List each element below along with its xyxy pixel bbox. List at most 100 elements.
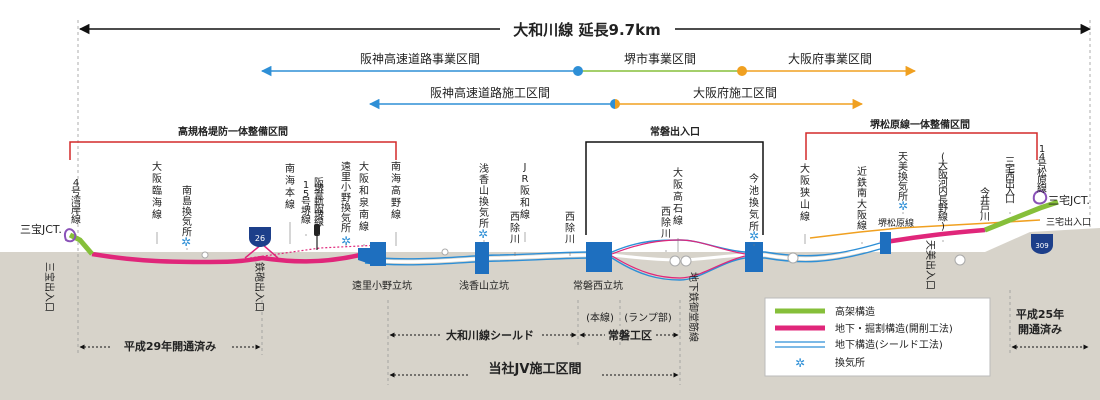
h29-label: 平成29年開通済み	[124, 339, 216, 353]
bracket-levee	[69, 141, 397, 160]
route-label-10: 浅香山換気所	[479, 162, 489, 230]
imaike-shaft	[745, 242, 763, 272]
bracket-sakai-matsubara-label: 堺松原線一体整備区間	[870, 118, 970, 131]
underground-rail-label: 地下鉄御堂筋線	[687, 272, 700, 342]
miyake-jct-loop	[1032, 190, 1048, 205]
route-label-21: 今井戸川	[980, 186, 990, 223]
h25-label-a: 平成25年	[1016, 307, 1064, 321]
vent-icon-amami: ✲	[898, 199, 908, 213]
bracket-levee-label: 高規格堤防一体整備区間	[178, 125, 288, 138]
route-label-14: 大阪高石線	[673, 166, 683, 227]
route-26-shield	[249, 227, 271, 247]
vent-icon-imaike: ✲	[749, 229, 759, 243]
legend-vent-icon: ✲	[795, 356, 805, 370]
legend-label-shield: 地下構造(シールド工法)	[835, 338, 943, 351]
tram-icon	[314, 224, 320, 236]
route-label-13: 西除川	[565, 212, 575, 246]
cut-and-cover-left	[91, 251, 361, 265]
subway-pipe-1	[669, 255, 681, 267]
route-26-number: 26	[255, 234, 265, 243]
legend-label-elevated: 高架構造	[835, 305, 875, 318]
route-309-number: 309	[1035, 242, 1048, 250]
bracket-tokiwa	[585, 141, 764, 235]
route-label-5: 阪堺電軌阪堺線	[314, 176, 324, 228]
band-label-sakai-business: 堺市事業区間	[624, 51, 696, 66]
cut-and-cover-right	[879, 227, 986, 246]
vent-icon-asakayama: ✲	[478, 227, 488, 241]
jv-bg	[470, 358, 600, 378]
jct-right-label: 三宅JCT.	[1048, 193, 1090, 207]
route-label-2: 大阪臨海線	[152, 160, 162, 221]
uriwari-shaft-notch	[358, 248, 370, 264]
sanpo-jct-loop	[64, 228, 77, 243]
route-label-22: 三宅西出入口	[1005, 157, 1015, 206]
route-label-7: 遠里小野換気所	[341, 160, 351, 235]
band-label-osaka-business: 大阪府事業区間	[788, 51, 872, 66]
utility-circle-3	[201, 251, 209, 259]
teppo-exit-label: 鉄砲出入口	[253, 262, 266, 312]
ramp-dip-pink-lower	[611, 255, 746, 279]
jv-label: 当社JV施工区間	[489, 361, 582, 377]
band-node-3b	[615, 99, 620, 109]
route-label-12: 西除川	[510, 212, 520, 246]
legend-label-vent: 換気所	[835, 356, 865, 369]
utility-circle-1	[787, 252, 799, 264]
band-label-osaka-construction: 大阪府施工区間	[693, 85, 777, 100]
asakayama-shaft-label: 浅香山立坑	[459, 279, 509, 292]
uriwari-shaft	[370, 242, 386, 266]
route-label-17: 大阪狭山線	[800, 162, 810, 223]
tokiwa-bg	[605, 326, 655, 342]
asakayama-shaft	[475, 242, 489, 274]
bracket-sakai-matsubara	[805, 132, 1038, 160]
vent-icon-uriwari: ✲	[341, 234, 351, 248]
utility-circle-4	[441, 248, 449, 256]
route-label-15: 西除川	[661, 207, 671, 240]
sanpo-exit-label: 三宝出入口	[43, 262, 56, 312]
elevated-right	[984, 199, 1059, 233]
band-node-2	[737, 66, 747, 76]
route-309-shield	[1031, 234, 1053, 254]
route-label-3: 南島換気所	[182, 184, 192, 239]
tokiwa-west-shaft	[586, 242, 612, 272]
band-label-hanshin-construction: 阪神高速道路施工区間	[430, 85, 550, 100]
shield-label: 大和川線シールド	[446, 328, 534, 342]
route-label-18: 近鉄南大阪線	[857, 165, 867, 232]
utility-circle-2	[954, 254, 966, 266]
uriwari-shaft-label: 遠里小野立坑	[352, 279, 412, 292]
subway-pipe-2	[680, 255, 692, 267]
miyake-exit-label: 三宅出入口	[1046, 216, 1091, 228]
route-label-4: 南海本線	[285, 162, 295, 211]
amami-exit-label: 天美出入口	[924, 240, 937, 290]
diagram-title: 大和川線 延長9.7km	[513, 21, 660, 39]
route-label-9: 南海高野線	[391, 160, 401, 221]
elevated-left	[68, 232, 94, 256]
route-label-16: 今池換気所	[749, 172, 759, 233]
h29-bg	[110, 338, 230, 354]
route-label-20: (大阪河内長野線)	[938, 152, 948, 232]
tokiwa-works-label: 常磐工区	[608, 328, 652, 342]
shield-bg	[440, 326, 540, 342]
legend-label-cut: 地下・掘割構造(開削工法)	[835, 322, 953, 335]
bracket-tokiwa-label: 常磐出入口	[650, 125, 700, 138]
ramp-label: (ランプ部)	[624, 311, 672, 324]
tokiwa-west-shaft-label: 常磐西立坑	[573, 279, 623, 292]
miyake-ramp-pink	[894, 233, 936, 241]
title-bg	[500, 18, 675, 40]
route-label-8: 大阪和泉南線	[359, 160, 369, 233]
band-node-3	[610, 99, 615, 109]
amami-shaft	[880, 232, 891, 254]
route-label-19: 天美換気所	[898, 152, 908, 203]
h25-label-b: 開通済み	[1018, 322, 1062, 336]
band-label-hanshin-business: 阪神高速道路事業区間	[360, 51, 480, 66]
ramp-dip-pink	[611, 239, 746, 255]
vent-icon-nanto: ✲	[181, 235, 191, 249]
jct-left-label: 三宝JCT.	[20, 222, 62, 236]
matsubara-line-label: 堺松原線	[878, 217, 914, 229]
band-node-1	[573, 66, 583, 76]
